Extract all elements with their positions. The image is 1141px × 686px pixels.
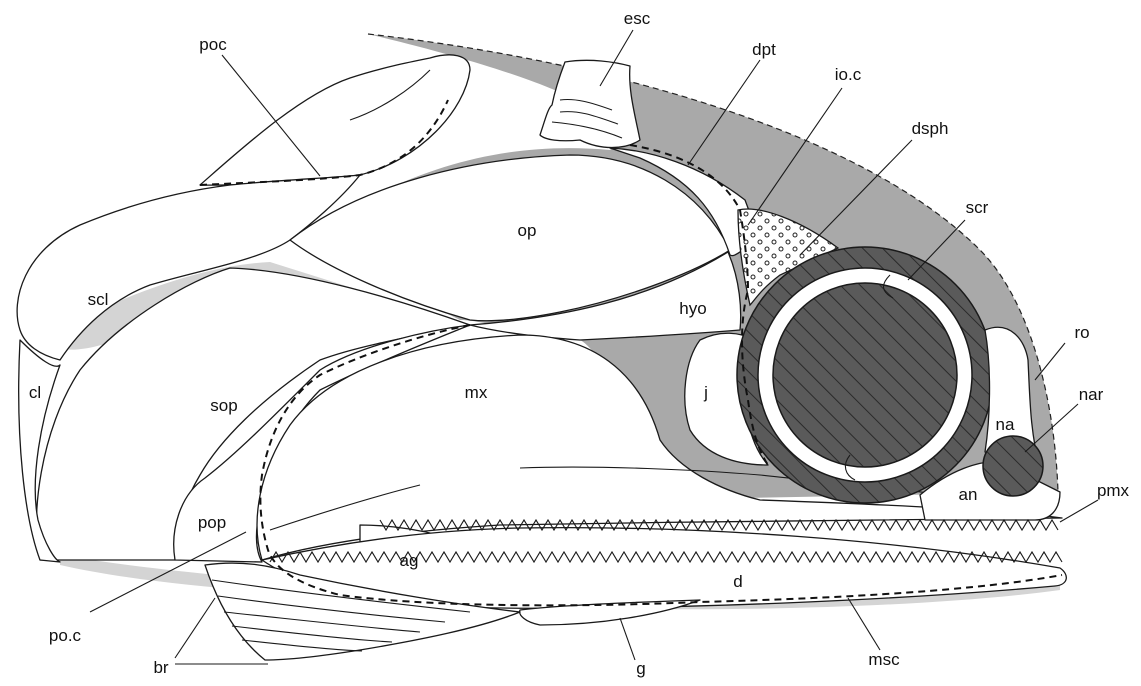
- naris: [983, 436, 1043, 496]
- leader-pmx: [1060, 500, 1098, 522]
- label-ioc: io.c: [835, 65, 862, 84]
- label-dsph: dsph: [912, 119, 949, 138]
- label-esc: esc: [624, 9, 651, 28]
- label-g: g: [636, 659, 645, 678]
- label-op: op: [518, 221, 537, 240]
- label-pmx: pmx: [1097, 481, 1130, 500]
- label-pop: pop: [198, 513, 226, 532]
- label-br: br: [153, 658, 168, 677]
- label-mx: mx: [465, 383, 488, 402]
- label-d: d: [733, 572, 742, 591]
- label-ro: ro: [1074, 323, 1089, 342]
- post-temporal-bone: [200, 55, 470, 185]
- label-an: an: [959, 485, 978, 504]
- label-msc: msc: [868, 650, 900, 669]
- label-poc: poc: [199, 35, 227, 54]
- leader-ro: [1035, 343, 1065, 380]
- leader-g: [620, 618, 635, 660]
- label-scl: scl: [88, 290, 109, 309]
- label-dpt: dpt: [752, 40, 776, 59]
- label-ag: ag: [400, 551, 419, 570]
- leader-br-upper: [175, 598, 215, 658]
- leader-msc: [848, 598, 880, 650]
- label-scr: scr: [966, 198, 989, 217]
- label-hyo: hyo: [679, 299, 706, 318]
- label-j: j: [703, 383, 708, 402]
- label-cl: cl: [29, 383, 41, 402]
- label-na: na: [996, 415, 1015, 434]
- label-poc2: po.c: [49, 626, 82, 645]
- eye: [773, 283, 957, 467]
- label-nar: nar: [1079, 385, 1104, 404]
- label-sop: sop: [210, 396, 237, 415]
